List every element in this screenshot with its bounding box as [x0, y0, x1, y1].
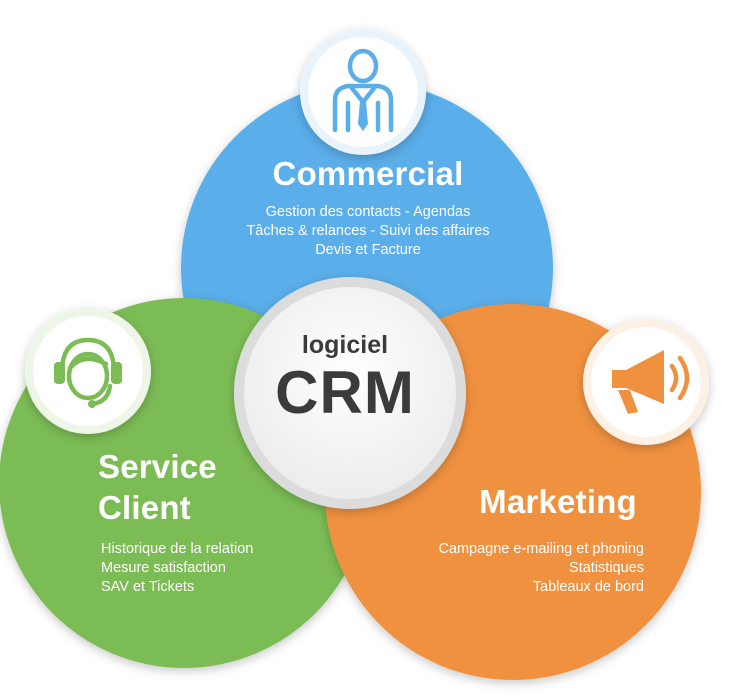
marketing-title: Marketing	[479, 483, 637, 520]
service-client-feature-3: SAV et Tickets	[101, 579, 195, 595]
marketing-feature-1: Campagne e-mailing et phoning	[438, 541, 644, 557]
service-client-feature-2: Mesure satisfaction	[101, 560, 226, 576]
service-client-title-line-1: Service	[98, 448, 217, 485]
marketing-features: Campagne e-mailing et phoning Statistiqu…	[340, 540, 644, 597]
center-subtitle: logiciel	[301, 331, 389, 359]
service-client-features: Historique de la relation Mesure satisfa…	[101, 540, 253, 597]
commercial-title: Commercial	[272, 155, 464, 192]
commercial-feature-2: Tâches & relances - Suivi des affaires	[246, 223, 490, 239]
service-client-feature-1: Historique de la relation	[101, 541, 254, 557]
commercial-feature-1: Gestion des contacts - Agendas	[265, 204, 471, 220]
center-circle	[244, 287, 456, 499]
marketing-feature-2: Statistiques	[569, 560, 644, 576]
center-label: logiciel CRM	[245, 330, 445, 426]
service-client-title: Service Client	[98, 446, 217, 528]
marketing-feature-3: Tableaux de bord	[532, 579, 644, 595]
businessman-icon	[300, 29, 426, 155]
service-client-title-line-2: Client	[98, 489, 191, 526]
commercial-feature-3: Devis et Facture	[315, 242, 421, 258]
center-title: CRM	[275, 359, 415, 426]
commercial-features: Gestion des contacts - Agendas Tâches & …	[200, 203, 536, 260]
headset-agent-icon	[25, 308, 151, 434]
megaphone-icon	[583, 319, 709, 445]
